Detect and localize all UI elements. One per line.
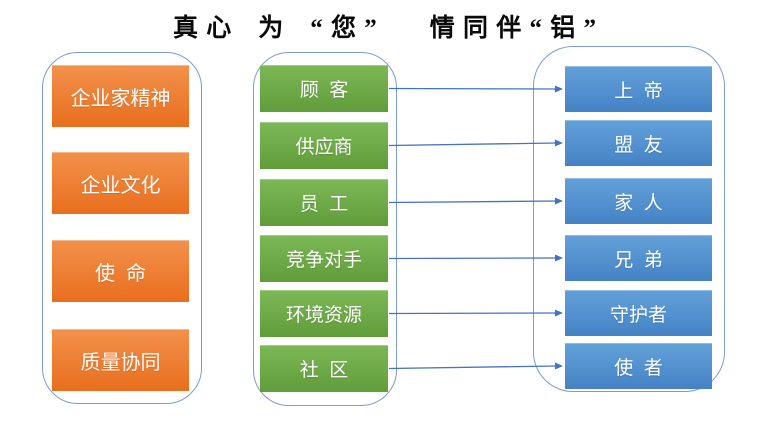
role-box: 盟 友 xyxy=(565,120,712,166)
role-box: 家 人 xyxy=(565,178,712,224)
connector-line xyxy=(388,257,557,260)
stakeholder-box: 顾 客 xyxy=(260,65,388,112)
role-box: 守护者 xyxy=(565,290,712,336)
connector-line xyxy=(388,200,557,204)
value-box: 企业文化 xyxy=(52,152,189,214)
connector-line xyxy=(388,312,557,315)
stakeholder-box: 员 工 xyxy=(260,179,388,226)
connector-line xyxy=(388,365,557,370)
stakeholder-box: 环境资源 xyxy=(260,290,388,337)
value-box: 企业家精神 xyxy=(52,65,189,127)
connector-line xyxy=(388,142,557,147)
role-box: 兄 弟 xyxy=(565,235,712,281)
roles-group xyxy=(533,46,725,392)
values-group xyxy=(42,52,202,404)
value-box: 使 命 xyxy=(52,240,189,302)
stakeholders-group xyxy=(253,52,397,406)
value-box: 质量协同 xyxy=(52,329,189,391)
role-box: 使 者 xyxy=(565,343,712,389)
stakeholder-box: 供应商 xyxy=(260,122,388,169)
role-box: 上 帝 xyxy=(565,66,712,112)
diagram-title: 真 心 为 “ 您 ” 情 同 伴 “ 铝 ” xyxy=(172,15,597,42)
stakeholder-box: 竞争对手 xyxy=(260,235,388,282)
connector-line xyxy=(388,87,557,90)
stakeholder-box: 社 区 xyxy=(260,345,388,392)
